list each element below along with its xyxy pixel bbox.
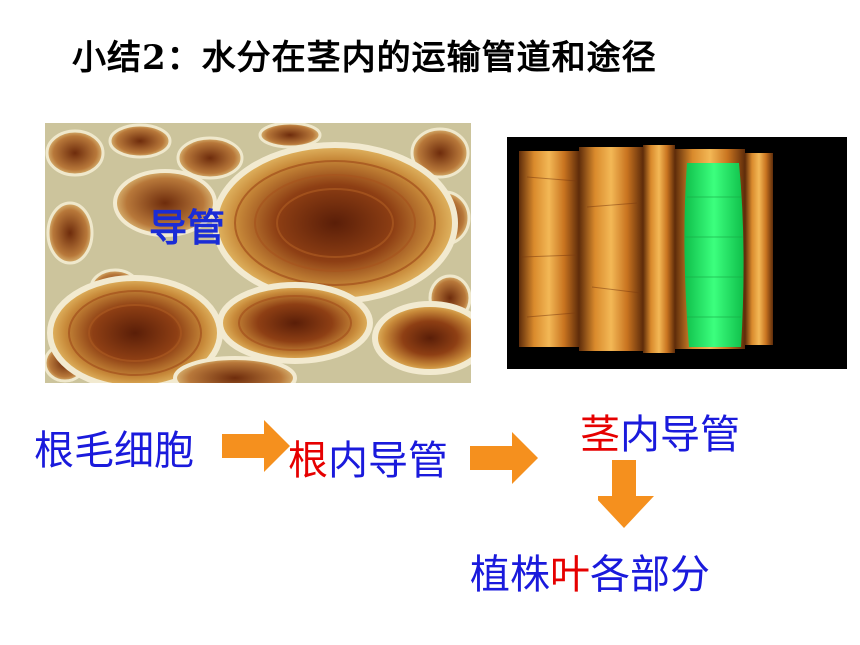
flow-highlight-stem: 茎	[580, 412, 620, 458]
arrow-right-icon	[222, 420, 290, 472]
vessel-cross-section-image: 导管	[45, 123, 471, 383]
arrow-right-icon	[470, 432, 538, 484]
flow-step-root-hair-cell-text: 根毛细胞	[34, 428, 194, 474]
vessel-label: 导管	[149, 206, 226, 250]
flow-step-root-hair-cell: 根毛细胞	[34, 418, 194, 476]
slide-title: 小结2：水分在茎内的运输管道和途径	[72, 38, 657, 78]
flow-highlight-root: 根	[288, 438, 328, 484]
flow-highlight-leaf: 叶	[550, 552, 590, 598]
flow-step-root-vessel-text: 内导管	[328, 438, 448, 484]
flow-step-plant-text: 植株	[470, 552, 550, 598]
flow-step-parts-text: 各部分	[590, 552, 710, 598]
flow-step-stem-vessel: 茎内导管	[580, 402, 740, 460]
flow-step-stem-vessel-text: 内导管	[620, 412, 740, 458]
vessel-longitudinal-image	[507, 137, 847, 369]
flow-step-leaf-parts: 植株叶各部分	[470, 542, 710, 600]
flow-step-root-vessel: 根内导管	[288, 428, 448, 486]
arrow-down-icon	[598, 460, 654, 528]
